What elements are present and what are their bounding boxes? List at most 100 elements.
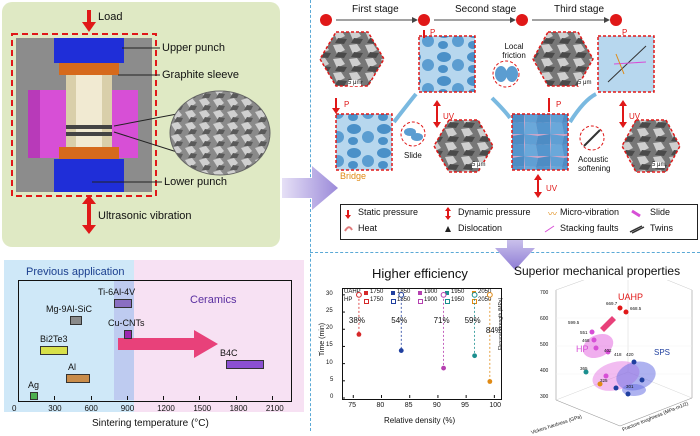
down-arrow <box>495 226 535 270</box>
label-uv-2: UV <box>546 184 558 193</box>
mechanical-ztick-label: 400 <box>540 368 549 374</box>
efficiency-xtick-label: 95 <box>461 402 469 409</box>
legend-dot-uahp <box>418 291 422 295</box>
previous-tick-label: 2100 <box>265 404 284 413</box>
label-local-friction: Local friction <box>502 42 526 60</box>
label-acoustic: Acoustic <box>578 155 609 164</box>
efficiency-xlabel: Relative density (%) <box>384 416 456 425</box>
efficiency-point-hp <box>440 291 447 298</box>
previous-chart <box>118 330 218 358</box>
mechanical-ztick-label: 300 <box>540 394 549 400</box>
mechanical-ztick-label: 600 <box>540 316 549 322</box>
legend-dot-uahp <box>445 291 449 295</box>
previous-tick-label: 0 <box>12 404 17 413</box>
previous-tick-mark <box>90 396 92 400</box>
previous-tick-label: 1500 <box>193 404 212 413</box>
previous-tick-mark <box>235 396 237 400</box>
legend-temp-uahp: 1900 <box>424 289 438 295</box>
label-hp: HP <box>576 344 589 354</box>
efficiency-percent-label: 54% <box>391 315 408 325</box>
label-ceramics: Ceramics <box>190 294 237 306</box>
efficiency-xtick-label: 75 <box>348 402 357 409</box>
transition-arrow <box>282 166 338 210</box>
legend-dot-hp <box>391 299 396 304</box>
efficiency-axes <box>342 288 502 400</box>
efficiency-point-uahp <box>441 365 446 371</box>
mechanical-value-label: 418 <box>614 352 622 357</box>
mechanical-value-label: 402 <box>604 348 612 353</box>
apparatus-diagram <box>11 10 271 234</box>
bar-cu <box>124 330 132 339</box>
previous-tick-mark <box>18 396 19 400</box>
label-upper-punch: Upper punch <box>162 42 225 54</box>
mat-mg: Mg-9Al-SiC <box>46 304 93 314</box>
label-scale-2: 5 μm <box>578 80 592 86</box>
previous-tick-mark <box>199 396 201 400</box>
legend-temp-hp: 1950 <box>451 297 465 303</box>
mechanical-value-label: 669.7 <box>606 301 618 306</box>
efficiency-percent-label: 84% <box>485 325 502 335</box>
previous-tick-label: 900 <box>120 404 135 413</box>
previous-tick-mark <box>126 396 128 400</box>
mechanical-value-label: 325 <box>600 378 608 383</box>
label-uahp: UAHP <box>618 292 644 302</box>
legend-micro-vibration: Micro-vibration <box>560 207 620 217</box>
efficiency-title: Higher efficiency <box>372 266 468 281</box>
legend-dynamic-pressure: Dynamic pressure <box>458 207 531 217</box>
previous-title: Previous application <box>26 266 125 278</box>
mechanical-value-label: 420 <box>626 352 634 357</box>
stages-diagram <box>319 14 681 198</box>
efficiency-xtick-label: 80 <box>376 402 385 409</box>
mechanical-chart <box>555 280 693 427</box>
mat-ag: Ag <box>28 380 40 390</box>
efficiency-point-uahp <box>356 332 362 337</box>
previous-tick-label: 600 <box>84 404 98 413</box>
label-p-3: P <box>556 100 562 109</box>
efficiency-point-hp <box>398 291 405 298</box>
bar-al <box>66 374 90 383</box>
legend-temp-uahp: 1750 <box>370 289 384 295</box>
previous-axes <box>18 280 292 402</box>
efficiency-point-uahp <box>472 353 478 359</box>
previous-xlabel: Sintering temperature (°C) <box>92 418 209 429</box>
legend-slide: Slide <box>650 207 671 217</box>
vertical-divider <box>310 0 311 431</box>
efficiency-percent-label: 71% <box>433 315 450 325</box>
legend-temp-uahp: 2050 <box>478 289 492 295</box>
previous-tick-mark <box>163 396 165 400</box>
label-uv-3: UV <box>629 112 641 121</box>
label-scale-4: 5 μm <box>652 162 666 168</box>
label-lower-punch: Lower punch <box>164 176 227 188</box>
previous-tick-label: 1200 <box>157 404 175 413</box>
label-first-stage: First stage <box>352 4 399 15</box>
mechanical-ztick-label: 500 <box>540 342 549 348</box>
efficiency-xtick-label: 100 <box>489 402 502 409</box>
previous-tick-label: 300 <box>48 404 62 413</box>
stages-legend <box>340 204 698 240</box>
efficiency-point-hp <box>471 291 478 298</box>
legend-temp-uahp: 1850 <box>397 289 411 295</box>
legend-dot-hp <box>418 299 423 304</box>
efficiency-point-hp <box>486 291 493 298</box>
previous-bg-blue <box>4 260 134 412</box>
legend-temp-hp: 2050 <box>478 297 492 303</box>
mechanical-ztick-label: 700 <box>540 290 549 296</box>
label-scale-3: 5 μm <box>472 162 486 168</box>
legend-dot-uahp <box>391 291 395 295</box>
previous-tick-mark <box>271 396 273 400</box>
legend-heat: Heat <box>358 223 378 233</box>
label-slide: Slide <box>404 151 422 160</box>
previous-tick-label: 1800 <box>229 404 248 413</box>
legend-dislocation: Dislocation <box>458 223 503 233</box>
legend-stacking-faults: Stacking faults <box>560 223 619 233</box>
mechanical-value-label: 468 <box>582 338 590 343</box>
mechanical-zlabel: Flexural strength (MPa) <box>498 297 504 350</box>
legend-static-pressure: Static pressure <box>358 207 419 217</box>
legend-dot-hp <box>445 299 450 304</box>
legend-temp-hp: 1900 <box>424 297 438 303</box>
label-softening: softening <box>578 164 611 173</box>
mechanical-value-label: 599.5 <box>568 320 580 325</box>
label-load: Load <box>98 11 123 23</box>
mechanical-value-label: 668.5 <box>630 306 642 311</box>
efficiency-point-hp <box>356 291 362 298</box>
